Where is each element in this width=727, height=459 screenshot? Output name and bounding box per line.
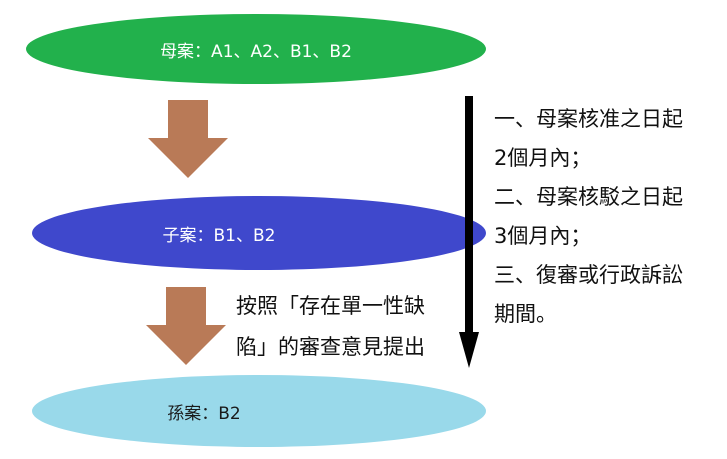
filing-period-arrow <box>459 96 479 368</box>
parent-case-label: 母案：A1、A2、B1、B2 <box>160 41 352 62</box>
filing-periods: 一、母案核准之日起 2個月內； 二、母案核駁之日起 3個月內； 三、復審或行政訴… <box>494 100 683 334</box>
parent-case-box: 母案：A1、A2、B1、B2 <box>26 14 486 84</box>
period-line: 一、母案核准之日起 <box>494 107 683 131</box>
child-case-box: 子案：B1、B2 <box>32 196 486 270</box>
period-line: 3個月內； <box>494 224 592 248</box>
down-arrow-child-to-grandchild <box>146 287 226 365</box>
grandchild-case-label: 孫案：B2 <box>167 403 241 424</box>
down-arrow-parent-to-child <box>148 100 228 178</box>
period-line: 期間。 <box>494 302 557 326</box>
period-line: 三、復審或行政訴訟 <box>494 263 683 287</box>
review-note-line: 按照「存在單一性缺 <box>236 294 425 318</box>
grandchild-case-box: 孫案：B2 <box>32 375 486 447</box>
child-case-label: 子案：B1、B2 <box>162 225 276 246</box>
period-line: 2個月內； <box>494 146 592 170</box>
period-line: 二、母案核駁之日起 <box>494 185 683 209</box>
review-note: 按照「存在單一性缺 陷」的審查意見提出 <box>236 286 425 368</box>
review-note-line: 陷」的審查意見提出 <box>236 335 425 359</box>
